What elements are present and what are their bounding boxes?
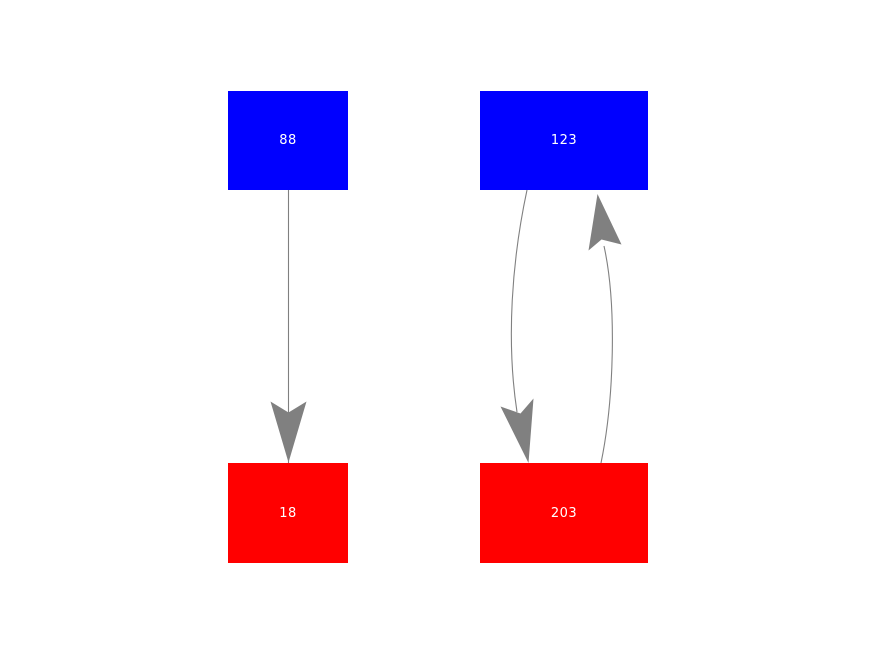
edge-88-to-18 — [270, 190, 307, 463]
edge-88-to-18-arrowhead — [270, 401, 307, 463]
graph-node-203-label: 203 — [550, 505, 578, 521]
graph-node-123[interactable]: 123 — [480, 91, 648, 190]
edge-203-to-123-arrowhead — [588, 194, 622, 251]
edge-123-to-203-arrowhead — [500, 398, 534, 463]
edge-203-to-123-line — [600, 245, 613, 464]
edge-203-to-123 — [588, 194, 622, 464]
graph-node-203[interactable]: 203 — [480, 463, 648, 563]
edge-123-to-203-line — [510, 189, 528, 413]
graph-node-123-label: 123 — [550, 133, 578, 148]
graph-node-88-label: 88 — [279, 133, 297, 148]
graph-node-18-label: 18 — [279, 505, 297, 521]
graph-node-88[interactable]: 88 — [228, 91, 348, 190]
graph-node-18[interactable]: 18 — [228, 463, 348, 563]
edge-123-to-203 — [500, 189, 534, 463]
